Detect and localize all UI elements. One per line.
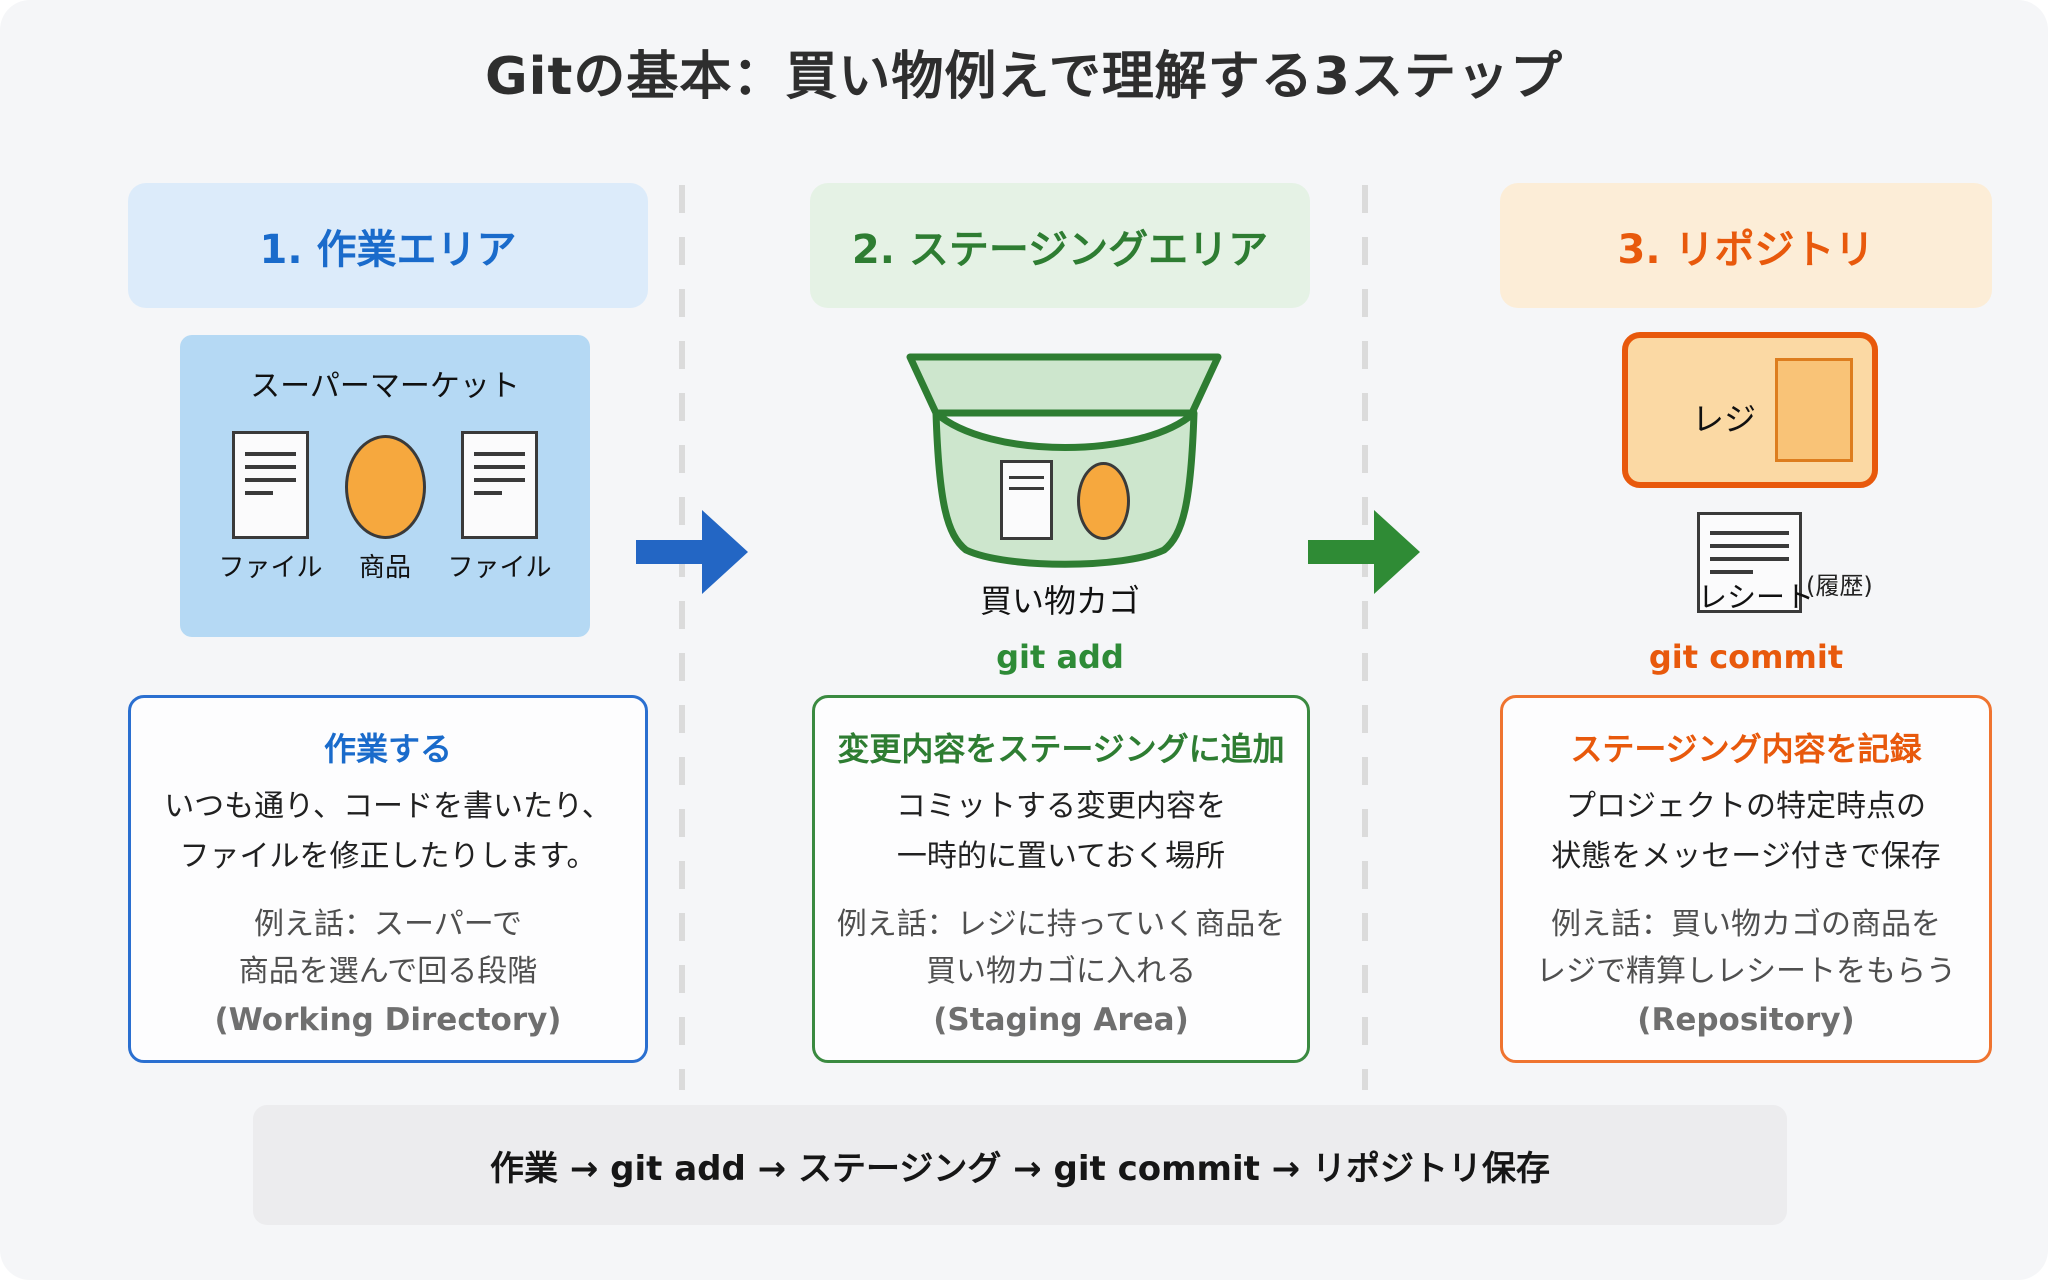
staging-area-card: 変更内容をステージングに追加 コミットする変更内容を 一時的に置いておく場所 例… xyxy=(812,695,1310,1063)
basket-label: 買い物カゴ xyxy=(979,582,1140,620)
page-title: Gitの基本：買い物例えで理解する3ステップ xyxy=(485,47,1563,107)
card-body-line: 状態をメッセージ付きで保存 xyxy=(1551,838,1941,874)
card-analogy: 例え話：スーパーで 商品を選んで回る段階 xyxy=(131,901,645,996)
supermarket-items: ファイル 商品 ファイル xyxy=(180,431,590,584)
repository-header: 3. リポジトリ xyxy=(1500,183,1992,308)
card-analogy-line: 買い物カゴに入れる xyxy=(926,954,1196,990)
card-english-term: (Staging Area) xyxy=(933,1001,1189,1038)
product-icon xyxy=(1077,462,1130,540)
product-label: 商品 xyxy=(358,553,411,583)
card-analogy-line: 例え話：買い物カゴの商品を xyxy=(1551,907,1941,942)
product-item: 商品 xyxy=(344,435,426,584)
staging-area-header: 2. ステージングエリア xyxy=(810,183,1310,308)
card-body-line: コミットする変更内容を xyxy=(896,789,1226,824)
card-analogy-line: レジで精算しレシートをもらう xyxy=(1536,954,1956,990)
git-add-command: git add xyxy=(996,638,1124,676)
card-body: コミットする変更内容を 一時的に置いておく場所 xyxy=(815,782,1307,881)
flow-summary-banner: 作業 → git add → ステージング → git commit → リポジ… xyxy=(253,1105,1787,1225)
git-commit-command: git commit xyxy=(1648,638,1844,676)
file-icon xyxy=(461,431,538,539)
supermarket-box: スーパーマーケット ファイル 商品 ファイル xyxy=(180,335,590,637)
receipt-icon: レシート xyxy=(1697,512,1814,614)
card-body-line: いつも通り、コードを書いたり、 xyxy=(164,789,612,824)
repository-card: ステージング内容を記録 プロジェクトの特定時点の 状態をメッセージ付きで保存 例… xyxy=(1500,695,1992,1063)
register-icon: レジ xyxy=(1622,332,1878,488)
register-label: レジ xyxy=(1692,400,1757,438)
receipt-note: (履歴) xyxy=(1806,572,1873,600)
card-body-line: 一時的に置いておく場所 xyxy=(896,838,1226,874)
file-label: ファイル xyxy=(218,553,323,583)
card-body: いつも通り、コードを書いたり、 ファイルを修正したりします。 xyxy=(131,782,645,881)
supermarket-title: スーパーマーケット xyxy=(250,369,520,404)
card-analogy-line: 例え話：スーパーで xyxy=(254,907,522,942)
shopping-basket-icon xyxy=(906,353,1222,568)
card-english-term: (Working Directory) xyxy=(214,1001,562,1038)
card-body-line: ファイルを修正したりします。 xyxy=(179,838,597,874)
column-divider xyxy=(1362,185,1368,1090)
file-label: ファイル xyxy=(447,553,552,583)
file-item: ファイル xyxy=(218,431,323,584)
card-analogy: 例え話：レジに持っていく商品を 買い物カゴに入れる xyxy=(815,901,1307,996)
working-area-card: 作業する いつも通り、コードを書いたり、 ファイルを修正したりします。 例え話：… xyxy=(128,695,648,1063)
card-analogy: 例え話：買い物カゴの商品を レジで精算しレシートをもらう xyxy=(1503,901,1989,996)
working-area-header: 1. 作業エリア xyxy=(128,183,648,308)
file-icon xyxy=(1000,460,1053,540)
card-body-line: プロジェクトの特定時点の xyxy=(1566,789,1926,824)
receipt-label: レシート xyxy=(1698,580,1815,614)
card-title: 作業する xyxy=(323,730,452,768)
arrow-right-icon xyxy=(636,510,748,594)
card-body: プロジェクトの特定時点の 状態をメッセージ付きで保存 xyxy=(1503,782,1989,881)
register-screen xyxy=(1775,358,1853,462)
product-icon xyxy=(344,435,426,539)
card-english-term: (Repository) xyxy=(1637,1001,1855,1038)
arrow-right-icon xyxy=(1308,510,1420,594)
file-item: ファイル xyxy=(448,431,552,584)
card-analogy-line: 商品を選んで回る段階 xyxy=(238,954,538,990)
column-divider xyxy=(679,185,685,1090)
card-title: ステージング内容を記録 xyxy=(1570,730,1922,768)
file-icon xyxy=(231,431,309,539)
card-analogy-line: 例え話：レジに持っていく商品を xyxy=(836,907,1286,942)
card-title: 変更内容をステージングに追加 xyxy=(837,730,1285,768)
